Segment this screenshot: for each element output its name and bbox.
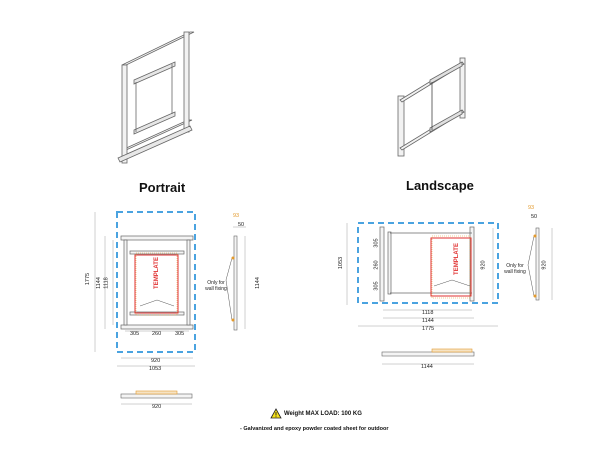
landscape-spacing-1: 305: [373, 238, 380, 248]
portrait-front-view: [94, 211, 246, 405]
portrait-width-inner: 920: [151, 358, 161, 364]
portrait-width-outer: 1053: [149, 366, 162, 372]
landscape-title: Landscape: [406, 178, 474, 193]
weight-max-load: Weight MAX LOAD: 100 KG: [284, 411, 362, 417]
landscape-height-total: 1053: [338, 256, 345, 270]
landscape-width-outer: 1144: [422, 318, 434, 324]
portrait-height-outer: 1144: [95, 277, 102, 289]
landscape-spacing-3: 305: [373, 281, 380, 291]
portrait-height-inner: 1118: [103, 277, 110, 289]
portrait-side-note: Only for wall fixing: [205, 280, 227, 292]
portrait-side-height: 1144: [254, 277, 261, 289]
portrait-spacing-2: 260: [152, 331, 162, 337]
portrait-side-depth-min: 50: [238, 222, 245, 228]
landscape-side-depth-max: 93: [528, 205, 535, 211]
landscape-width-total: 1775: [422, 326, 435, 332]
landscape-height-inner: 920: [480, 260, 487, 270]
landscape-template-label: TEMPLATE: [453, 243, 460, 275]
landscape-side-height: 920: [541, 260, 548, 270]
landscape-spacing-2: 260: [373, 260, 380, 270]
landscape-front-view: [346, 222, 553, 365]
portrait-title: Portrait: [139, 180, 186, 195]
landscape-side-note: Only for wall fixing: [504, 263, 526, 275]
material-spec-note: - Galvanized and epoxy powder coated she…: [240, 426, 389, 432]
portrait-side-depth-max: 93: [233, 213, 240, 219]
landscape-iso-view: [397, 57, 466, 157]
portrait-top-width: 920: [152, 404, 162, 410]
landscape-top-width: 1144: [421, 364, 433, 370]
portrait-height-total: 1775: [85, 272, 92, 286]
portrait-iso-view: [117, 31, 195, 164]
landscape-width-inner: 1118: [422, 310, 434, 316]
portrait-spacing-3: 305: [175, 331, 185, 337]
landscape-side-depth-min: 50: [531, 214, 538, 220]
portrait-template-label: TEMPLATE: [153, 257, 160, 289]
portrait-spacing-1: 305: [130, 331, 140, 337]
